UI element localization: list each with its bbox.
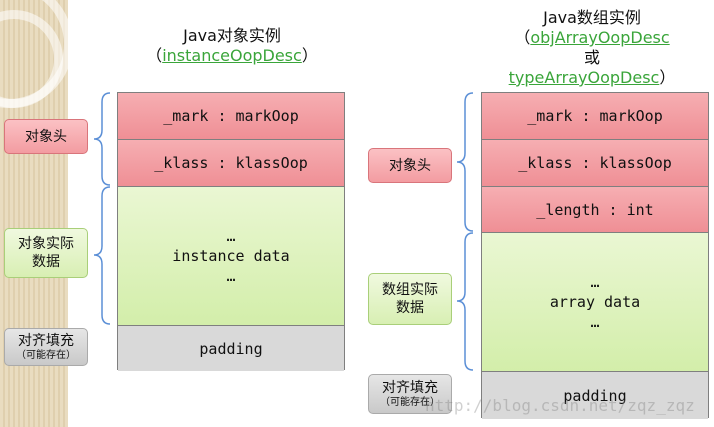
right-array-layout: _mark : markOop _klass : klassOop _lengt… xyxy=(481,92,709,419)
right-subtitle-link2[interactable]: typeArrayOopDesc xyxy=(508,68,660,87)
left-klass-field: _klass : klassOop xyxy=(118,140,344,187)
left-padding-label-text: 对齐填充 xyxy=(18,333,74,349)
right-header-brace xyxy=(456,92,474,232)
right-padding-label-note: （可能存在） xyxy=(380,397,440,408)
left-padding-label: 对齐填充 （可能存在） xyxy=(4,328,88,366)
left-subtitle-close: ） xyxy=(301,46,318,65)
right-subtitle-or: 或 xyxy=(583,48,600,67)
right-padding-field: padding xyxy=(482,372,708,419)
right-padding-label: 对齐填充 （可能存在） xyxy=(368,374,452,414)
left-instance-data: … instance data … xyxy=(118,187,344,326)
right-array-data: … array data … xyxy=(482,233,708,372)
right-subtitle-link1[interactable]: objArrayOopDesc xyxy=(530,28,670,47)
left-object-layout: _mark : markOop _klass : klassOop … inst… xyxy=(117,92,345,371)
right-array-data-label-line2: 数据 xyxy=(396,300,424,316)
right-data-brace xyxy=(456,232,474,371)
right-subtitle-close: ） xyxy=(659,68,676,87)
left-subtitle-open: （ xyxy=(146,46,163,65)
left-title-text: Java对象实例 xyxy=(183,26,281,45)
left-instance-data-label: 对象实际 数据 xyxy=(4,228,88,278)
right-title: Java数组实例 （objArrayOopDesc 或 typeArrayOop… xyxy=(472,8,712,88)
right-array-data-label-line1: 数组实际 xyxy=(382,282,438,298)
right-header-label-text: 对象头 xyxy=(389,157,431,174)
right-padding-label-text: 对齐填充 xyxy=(382,380,438,396)
left-instance-data-label-line2: 数据 xyxy=(32,254,60,270)
right-subtitle-line1: （objArrayOopDesc xyxy=(472,28,712,48)
left-subtitle-link[interactable]: instanceOopDesc xyxy=(162,46,302,65)
right-subtitle-open: （ xyxy=(514,28,531,47)
right-title-text: Java数组实例 xyxy=(543,8,641,27)
right-header-label: 对象头 xyxy=(368,148,452,183)
left-header-label: 对象头 xyxy=(4,119,88,154)
watermark-text: http://blog.csdn.net/zqz_zqz xyxy=(425,396,695,415)
left-padding-field: padding xyxy=(118,326,344,371)
right-mark-field: _mark : markOop xyxy=(482,93,708,140)
right-klass-field: _klass : klassOop xyxy=(482,140,708,187)
right-array-data-label: 数组实际 数据 xyxy=(368,273,452,325)
left-title: Java对象实例 （instanceOopDesc） xyxy=(112,26,352,66)
left-instance-data-label-line1: 对象实际 xyxy=(18,236,74,252)
left-padding-label-note: （可能存在） xyxy=(16,350,76,361)
right-length-field: _length : int xyxy=(482,187,708,233)
left-header-label-text: 对象头 xyxy=(25,128,67,145)
left-header-brace xyxy=(93,92,111,186)
left-data-brace xyxy=(93,186,111,325)
left-mark-field: _mark : markOop xyxy=(118,93,344,140)
left-subtitle: （instanceOopDesc） xyxy=(112,46,352,66)
right-subtitle-line3: typeArrayOopDesc） xyxy=(472,68,712,88)
